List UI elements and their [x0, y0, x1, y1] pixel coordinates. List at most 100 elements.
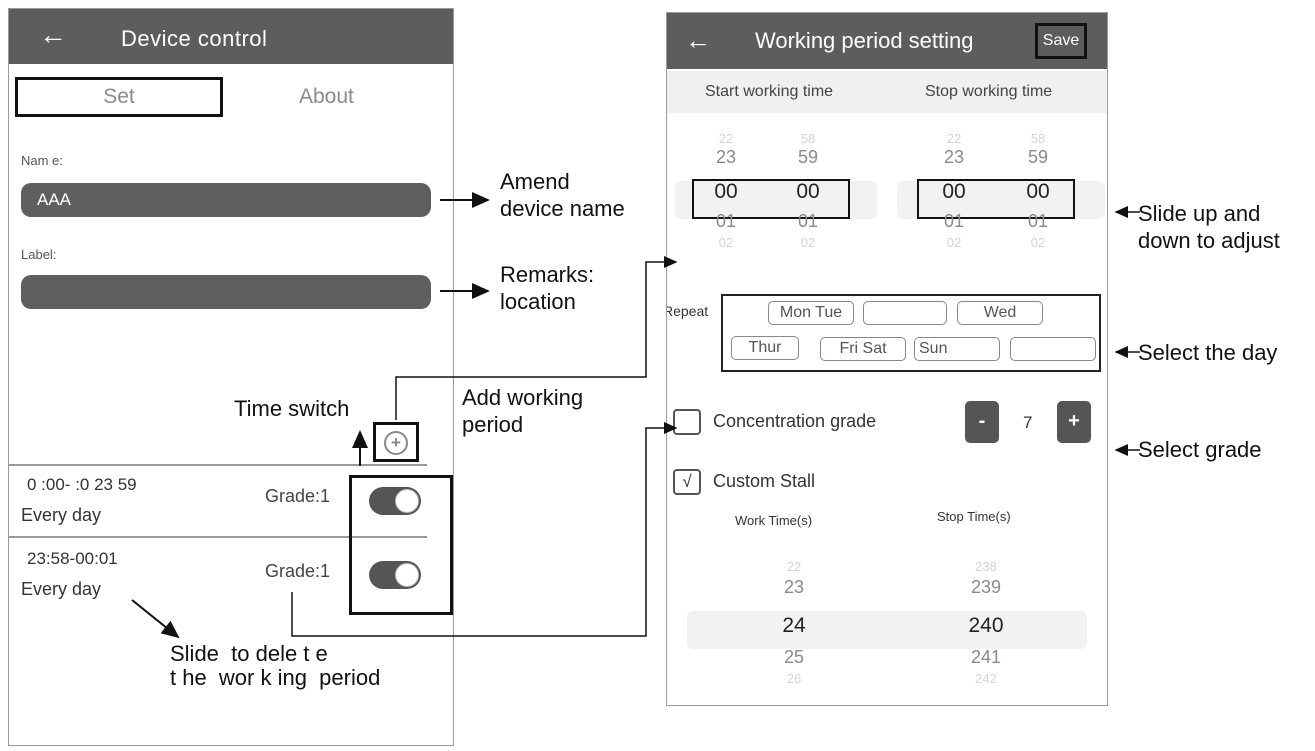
- wheel-item: 02: [1030, 235, 1046, 250]
- add-period-button[interactable]: +: [373, 422, 419, 462]
- wheel-item: 22: [718, 131, 734, 146]
- repeat-days-box: [721, 294, 1101, 372]
- grade-minus-button[interactable]: -: [965, 401, 999, 443]
- wheel-item-selected: 240: [968, 614, 1004, 637]
- label-label: Label:: [21, 247, 57, 262]
- period-toggle[interactable]: [369, 561, 421, 589]
- toggle-highlight-box: [349, 475, 453, 615]
- add-circle-icon: +: [384, 431, 408, 455]
- stop-time-label: Stop Time(s): [937, 509, 1011, 524]
- wheel-item: 23: [783, 577, 805, 597]
- tab-about[interactable]: About: [299, 85, 354, 108]
- annotation-line: down to adjust: [1138, 228, 1280, 253]
- save-button[interactable]: Save: [1035, 23, 1087, 59]
- annotation-slide-adjust: Slide up and down to adjust: [1138, 200, 1280, 254]
- wheel-item: 22: [946, 131, 962, 146]
- divider: [9, 536, 427, 538]
- wheel-item: 02: [946, 235, 962, 250]
- stop-minute-wheel[interactable]: 58 59 00 01 02: [1013, 131, 1063, 250]
- annotation-time-switch: Time switch: [234, 396, 350, 421]
- back-arrow-icon[interactable]: ←: [39, 19, 67, 50]
- annotation-line: location: [500, 289, 576, 314]
- start-time-header: Start working time: [705, 83, 834, 100]
- annotation-amend-device-name: Amend device name: [500, 168, 625, 222]
- period-time: 23:58-00:01: [27, 549, 118, 568]
- annotation-line: Slide up and: [1138, 201, 1261, 226]
- wheel-item-selected: 00: [942, 180, 966, 203]
- grade-plus-button[interactable]: +: [1057, 401, 1091, 443]
- back-arrow-icon[interactable]: ←: [685, 25, 711, 55]
- working-period-screen: ← Working period setting Save Start work…: [666, 12, 1108, 706]
- day-sun[interactable]: Sun: [914, 337, 1000, 361]
- grade-value: 7: [1023, 413, 1033, 432]
- annotation-line: Slide to dele t e: [170, 641, 328, 666]
- wheel-item: 241: [970, 647, 1002, 667]
- name-field[interactable]: AAA: [21, 183, 431, 217]
- stop-picker-band: [897, 181, 1105, 219]
- wheel-item: 239: [970, 577, 1002, 597]
- page-title: Device control: [121, 26, 268, 51]
- stop-time-header: Stop working time: [925, 83, 1053, 100]
- period-repeat: Every day: [21, 579, 102, 599]
- label-field[interactable]: [21, 275, 431, 309]
- divider: [9, 464, 427, 466]
- time-column-headers: Start working time Stop working time: [667, 71, 1107, 113]
- work-time-label: Work Time(s): [735, 513, 813, 528]
- start-hour-wheel[interactable]: 22 23 00 01 02: [701, 131, 751, 250]
- wheel-item: 01: [797, 211, 819, 231]
- day-blank[interactable]: [863, 301, 947, 325]
- wheel-item: 26: [786, 671, 802, 686]
- page-title: Working period setting: [755, 28, 974, 53]
- concentration-label: Concentration grade: [713, 411, 877, 431]
- device-control-header: ← Device control: [9, 9, 453, 64]
- toggle-knob: [395, 563, 419, 587]
- wheel-item-selected: 00: [796, 180, 820, 203]
- wheel-item-selected: 00: [1026, 180, 1050, 203]
- wheel-item: 58: [1030, 131, 1046, 146]
- wheel-item: 23: [943, 147, 965, 167]
- wheel-item: 01: [715, 211, 737, 231]
- custom-stall-checkbox[interactable]: √: [673, 469, 701, 495]
- stop-hour-wheel[interactable]: 22 23 00 01 02: [929, 131, 979, 250]
- wheel-item: 02: [718, 235, 734, 250]
- period-grade: Grade:1: [265, 561, 331, 581]
- work-time-wheel[interactable]: 22 23 24 25 26: [767, 559, 821, 687]
- day-thur[interactable]: Thur: [731, 336, 799, 360]
- period-repeat: Every day: [21, 505, 102, 525]
- annotation-line: Amend: [500, 169, 570, 194]
- device-control-screen: ← Device control Set About Nam e: AAA La…: [8, 8, 454, 746]
- repeat-label: Repeat: [666, 303, 709, 319]
- stop-time-wheel[interactable]: 238 239 240 241 242: [951, 559, 1021, 687]
- wheel-item: 58: [800, 131, 816, 146]
- annotation-remarks-location: Remarks: location: [500, 261, 594, 315]
- day-fri-sat[interactable]: Fri Sat: [820, 337, 906, 361]
- annotation-select-day: Select the day: [1138, 340, 1278, 365]
- wheel-item: 01: [943, 211, 965, 231]
- wheel-item: 238: [975, 559, 997, 574]
- annotation-line: t he wor k ing period: [170, 665, 381, 690]
- custom-stall-label: Custom Stall: [713, 471, 816, 491]
- annotation-slide-to-delete: Slide to dele t e t he wor k ing period: [170, 642, 380, 690]
- name-label: Nam e:: [21, 153, 63, 168]
- working-period-header: ← Working period setting Save: [667, 13, 1107, 69]
- start-minute-wheel[interactable]: 58 59 00 01 02: [783, 131, 833, 250]
- stall-picker-band: [687, 611, 1087, 649]
- wheel-item-selected: 24: [782, 614, 806, 637]
- day-blank[interactable]: [1010, 337, 1096, 361]
- toggle-knob: [395, 489, 419, 513]
- annotation-line: period: [462, 412, 524, 437]
- annotation-line: Add working: [462, 385, 584, 410]
- annotation-add-working-period: Add working period: [462, 384, 583, 438]
- wheel-item: 242: [975, 671, 997, 686]
- start-picker-band: [675, 181, 877, 219]
- wheel-item: 59: [797, 147, 819, 167]
- tab-set[interactable]: Set: [15, 77, 223, 117]
- wheel-item: 02: [800, 235, 816, 250]
- wheel-item: 23: [715, 147, 737, 167]
- period-toggle[interactable]: [369, 487, 421, 515]
- wheel-item: 22: [786, 559, 802, 574]
- wheel-item: 25: [783, 647, 805, 667]
- day-wed[interactable]: Wed: [957, 301, 1043, 325]
- day-mon-tue[interactable]: Mon Tue: [768, 301, 854, 325]
- annotation-line: device name: [500, 196, 625, 221]
